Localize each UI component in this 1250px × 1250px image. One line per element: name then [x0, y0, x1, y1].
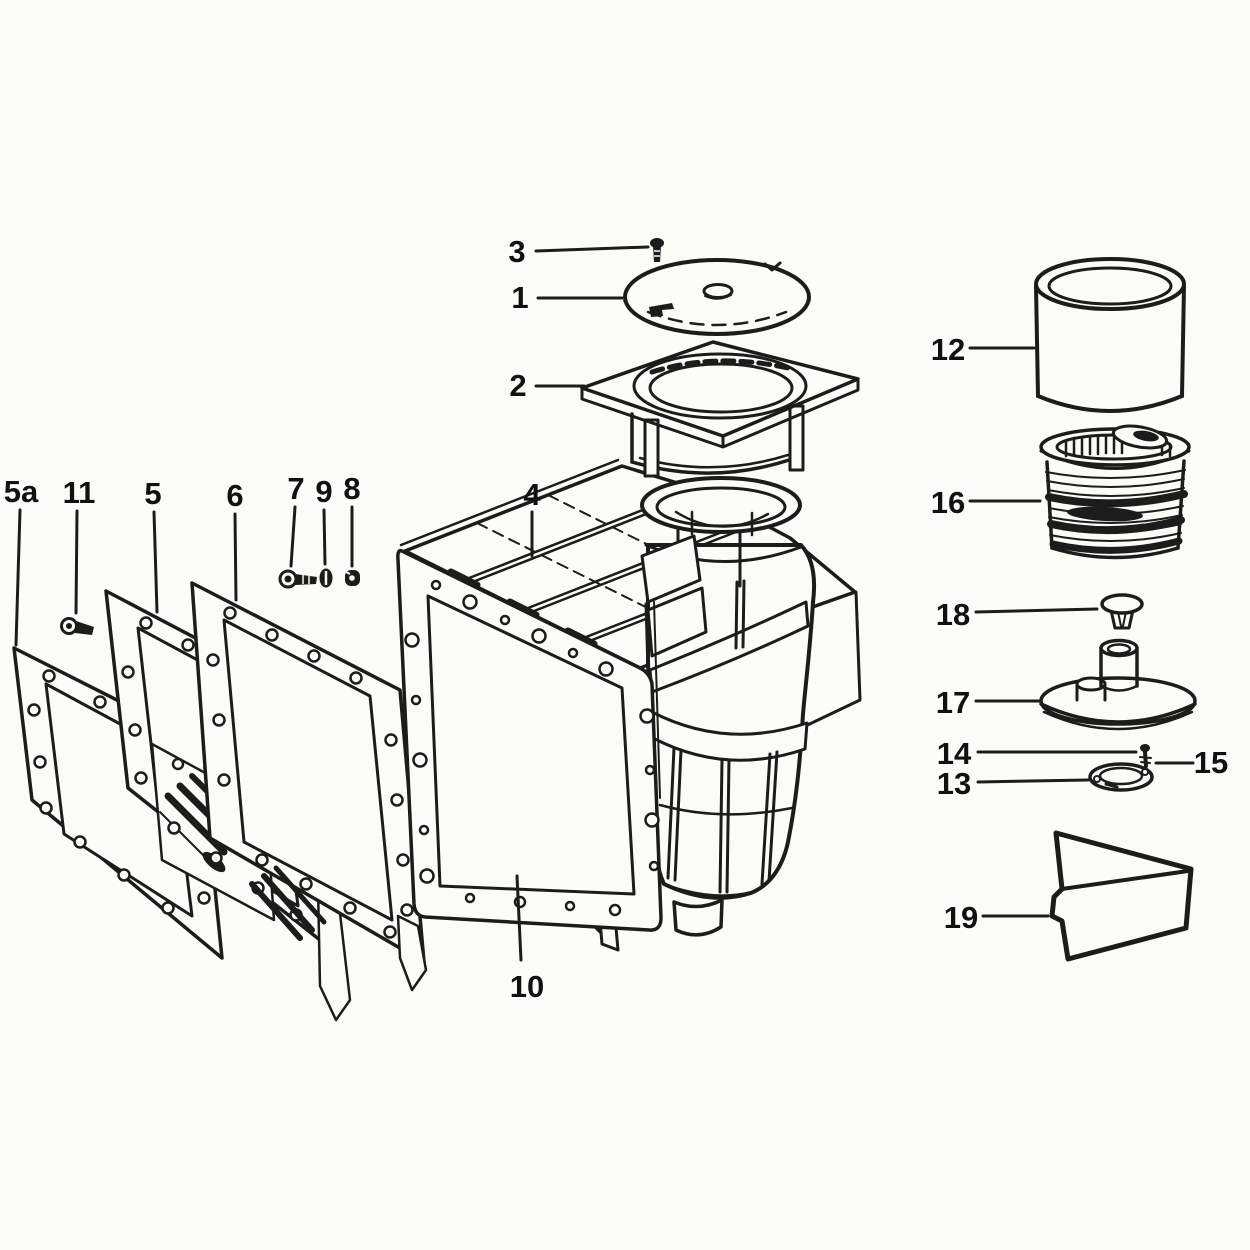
leader-9 [322, 508, 327, 566]
label-part-4: 4 [523, 477, 541, 512]
label-part-11: 11 [63, 475, 96, 510]
label-part-2: 2 [509, 368, 526, 403]
leader-7 [289, 505, 297, 568]
part-9-nut-drawing [319, 568, 333, 588]
part-14-screw-drawing [1139, 744, 1152, 768]
leader-5 [152, 510, 159, 614]
part-11-screw-drawing [60, 617, 94, 635]
label-part-9: 9 [315, 474, 332, 509]
part-16-basket-drawing [1039, 424, 1191, 560]
label-part-14: 14 [937, 736, 972, 771]
leader-6 [233, 512, 238, 602]
part-2-deck-collar-drawing [580, 340, 860, 478]
part-8-nut-drawing [345, 570, 360, 586]
part-6-gasket-drawing [190, 581, 428, 992]
label-part-19: 19 [944, 900, 978, 935]
part-19-weir-drawing [1049, 830, 1194, 962]
label-part-1: 1 [511, 280, 528, 315]
part-17-lid-fitting-drawing [1039, 638, 1197, 731]
leader-10 [515, 874, 523, 962]
label-part-18: 18 [936, 597, 970, 632]
part-1-lid-drawing [623, 258, 811, 336]
label-part-15: 15 [1194, 745, 1228, 780]
label-part-3: 3 [508, 234, 525, 269]
part-number-labels: 1 2 3 4 5a 5 6 7 8 9 10 11 12 13 14 15 1… [4, 234, 1228, 1004]
label-part-17: 17 [936, 685, 970, 720]
label-part-6: 6 [226, 478, 243, 513]
part-12-collar-drawing [1034, 257, 1186, 413]
leader-13 [976, 778, 1090, 784]
label-part-5a: 5a [4, 474, 39, 509]
label-part-7: 7 [287, 471, 304, 506]
leader-lines [14, 245, 1195, 962]
label-part-10: 10 [510, 969, 544, 1004]
leader-18 [974, 607, 1099, 614]
part-13-gasket-plate-drawing [1088, 762, 1154, 792]
part-18-plug-drawing [1100, 593, 1144, 630]
part-3-screw-drawing [650, 238, 664, 262]
leader-11 [74, 509, 79, 615]
label-part-5: 5 [144, 476, 161, 511]
label-part-13: 13 [937, 766, 971, 801]
leader-5a [14, 508, 22, 647]
label-part-8: 8 [343, 471, 360, 506]
leader-3 [534, 245, 650, 253]
label-part-12: 12 [931, 332, 965, 367]
part-7-screw-drawing [278, 569, 317, 589]
label-part-16: 16 [931, 485, 965, 520]
part-4-faceplate-flange-drawing [396, 548, 663, 932]
